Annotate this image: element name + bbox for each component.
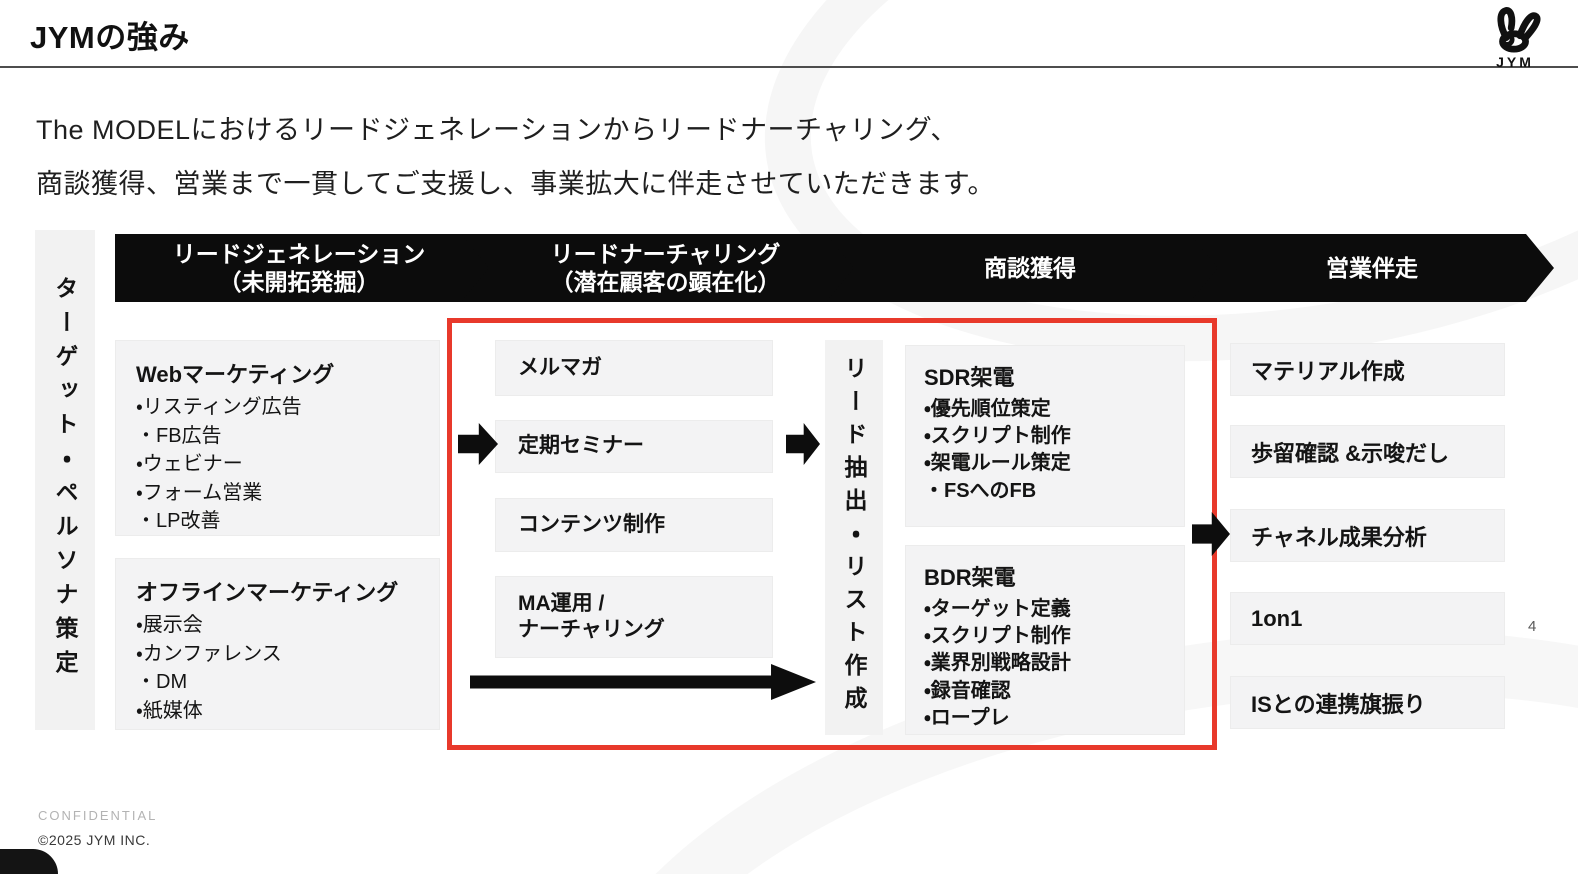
card-item: ・カンファレンス: [136, 642, 282, 665]
jym-logo-text: JYM: [1496, 54, 1534, 70]
sales-card-1on1: 1on1: [1230, 592, 1505, 645]
sales-card-material: マテリアル作成: [1230, 343, 1505, 396]
stage-deal-acquisition: 商談獲得: [826, 234, 1234, 302]
corner-decoration: [0, 849, 58, 874]
arrow-right-icon: [786, 423, 820, 465]
stage-label: リードジェネレーション: [172, 240, 426, 267]
page-title: JYMの強み: [30, 20, 190, 55]
card-item: ・FB広告: [136, 424, 222, 447]
stage-label: 商談獲得: [984, 254, 1076, 281]
offline-marketing-card: オフラインマーケティング ・展示会 ・カンファレンス ・DM ・紙媒体: [115, 558, 440, 730]
intro-line-1: The MODELにおけるリードジェネレーションからリードナーチャリング、: [36, 115, 958, 145]
card-title: SDR架電: [924, 365, 1015, 390]
header-divider: [0, 66, 1578, 68]
long-arrow-right-icon: [470, 664, 816, 700]
card-item: ・LP改善: [136, 510, 221, 533]
confidential-label: CONFIDENTIAL: [38, 808, 158, 823]
arrow-right-icon: [1192, 512, 1230, 556]
card-item: ・FSへのFB: [924, 479, 1037, 502]
nurture-card-content: コンテンツ制作: [495, 498, 773, 552]
sales-card-yield-check: 歩留確認 &示唆だし: [1230, 425, 1505, 478]
nurture-card-seminar: 定期セミナー: [495, 420, 773, 473]
stage-lead-generation: リードジェネレーション （未開拓発掘）: [115, 234, 503, 302]
card-item: ・紙媒体: [136, 699, 203, 722]
card-item: ・ウェビナー: [136, 453, 243, 476]
card-item: ・優先順位策定: [924, 398, 1051, 420]
target-persona-rail: ターゲット・ペルソナ策定: [35, 230, 95, 730]
lead-extract-rail: リード抽出・リスト作成: [825, 340, 883, 735]
stage-sublabel: （未開拓発掘）: [218, 269, 380, 295]
sales-card-is-coordination: ISとの連携旗振り: [1230, 676, 1505, 729]
intro-line-2: 商談獲得、営業まで一貫してご支援し、事業拡大に伴走させていただきます。: [36, 169, 995, 199]
card-item: ・DM: [136, 671, 188, 694]
bdr-call-card: BDR架電 ・ターゲット定義 ・スクリプト制作 ・業界別戦略設計 ・録音確認 ・…: [905, 545, 1185, 735]
card-title: オフラインマーケティング: [136, 580, 399, 605]
card-title: BDR架電: [924, 565, 1016, 590]
card-title: Webマーケティング: [136, 362, 335, 387]
card-item: ・録音確認: [924, 679, 1011, 702]
sales-card-channel-analysis: チャネル成果分析: [1230, 509, 1505, 562]
stage-sublabel: （潜在顧客の顕在化）: [550, 269, 781, 295]
card-item: ・業界別戦略設計: [924, 652, 1071, 675]
card-item: ・ターゲット定義: [924, 598, 1071, 620]
sdr-call-card: SDR架電 ・優先順位策定 ・スクリプト制作 ・架電ルール策定 ・FSへのFB: [905, 345, 1185, 527]
web-marketing-card: Webマーケティング ・リスティング広告 ・FB広告 ・ウェビナー ・フォーム営…: [115, 340, 440, 536]
stage-label: リードナーチャリング: [550, 240, 781, 267]
nurture-card-ma: MA運用 / ナーチャリング: [495, 576, 773, 658]
page-number: 4: [1528, 618, 1537, 635]
card-item: ・展示会: [136, 614, 203, 636]
stage-label: 営業伴走: [1326, 254, 1418, 281]
card-item: ・架電ルール策定: [924, 452, 1071, 475]
card-item: ・スクリプト制作: [924, 425, 1071, 448]
card-item: ・フォーム営業: [136, 481, 263, 504]
stage-sales-support: 営業伴走: [1190, 234, 1554, 302]
jym-hand-logo-icon: [1486, 7, 1544, 57]
arrow-right-icon: [458, 423, 498, 465]
nurture-card-mailmagazine: メルマガ: [495, 340, 773, 396]
stage-lead-nurturing: リードナーチャリング （潜在顧客の顕在化）: [461, 234, 870, 302]
copyright-label: ©2025 JYM INC.: [38, 832, 151, 848]
card-item: ・リスティング広告: [136, 396, 302, 418]
card-item: ・スクリプト制作: [924, 625, 1071, 648]
jym-logo: JYM: [1480, 3, 1550, 70]
card-item: ・ロープレ: [924, 706, 1010, 729]
